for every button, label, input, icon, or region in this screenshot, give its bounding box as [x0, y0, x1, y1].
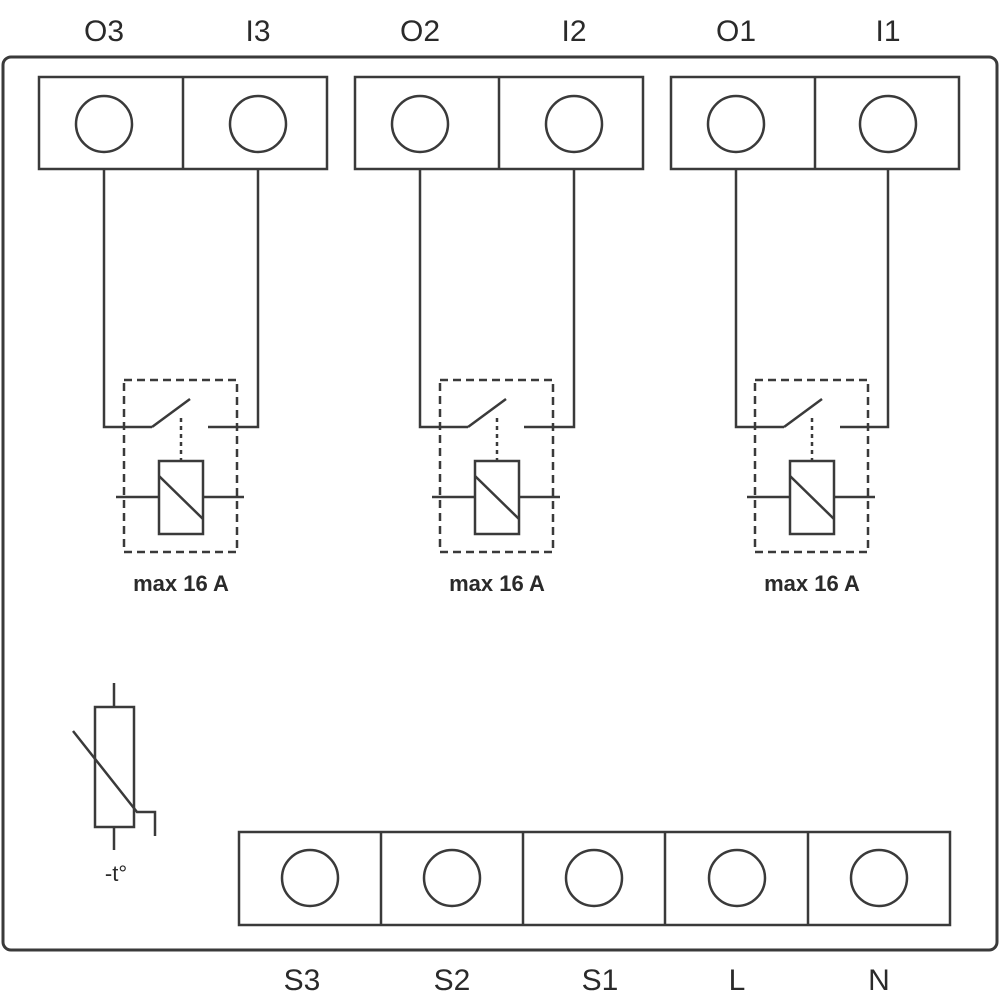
terminal-screw-s1: [564, 848, 624, 908]
bottom-terminal-strip: [237, 830, 952, 927]
terminal-label-o1: O1: [716, 15, 756, 48]
wire-i3: [208, 169, 260, 429]
relay-dashed-housing-1: [753, 378, 870, 554]
terminal-screw-o1: [706, 94, 766, 154]
wire-o1: [734, 169, 784, 429]
wire-i2: [524, 169, 576, 429]
terminal-screw-l: [707, 848, 767, 908]
relay-dashed-housing-3: [122, 378, 239, 554]
relay-group-3: [37, 75, 329, 554]
relay-coil-diagonal-1: [789, 475, 835, 520]
terminal-screw-n: [849, 848, 909, 908]
terminal-label-s3: S3: [284, 964, 321, 997]
relay-rating-2: max 16 A: [449, 571, 545, 596]
terminal-label-i1: I1: [875, 15, 900, 48]
relay-rating-1: max 16 A: [764, 571, 860, 596]
relay-coil-diagonal-3: [158, 475, 204, 520]
relay-group-2: [353, 75, 645, 554]
terminal-label-s1: S1: [582, 964, 619, 997]
relay-contact-switch-2: [467, 397, 507, 429]
device-enclosure: [1, 55, 999, 952]
bottom-terminal-block: [237, 830, 952, 927]
relay-rating-3: max 16 A: [133, 571, 229, 596]
thermistor-label: -t°: [105, 861, 127, 886]
terminal-screw-i1: [858, 94, 918, 154]
terminal-screw-i3: [228, 94, 288, 154]
terminal-label-i2: I2: [561, 15, 586, 48]
wire-o3: [102, 169, 152, 429]
terminal-label-o3: O3: [84, 15, 124, 48]
relay-dashed-housing-2: [438, 378, 555, 554]
terminal-screw-i2: [544, 94, 604, 154]
terminal-screw-o3: [74, 94, 134, 154]
terminal-screw-s2: [422, 848, 482, 908]
terminal-screw-o2: [390, 94, 450, 154]
terminal-label-n: N: [868, 964, 890, 997]
wire-o2: [418, 169, 468, 429]
wire-i1: [840, 169, 890, 429]
relay-coil-diagonal-2: [474, 475, 520, 520]
terminal-label-o2: O2: [400, 15, 440, 48]
relay-contact-switch-1: [783, 397, 823, 429]
terminal-label-i3: I3: [245, 15, 270, 48]
terminal-screw-s3: [280, 848, 340, 908]
terminal-label-l: L: [729, 964, 746, 997]
relay-contact-switch-3: [151, 397, 191, 429]
relay-group-1: [669, 75, 961, 554]
thermistor-curve: [72, 730, 157, 836]
terminal-label-s2: S2: [434, 964, 471, 997]
thermistor-symbol: [72, 683, 157, 850]
